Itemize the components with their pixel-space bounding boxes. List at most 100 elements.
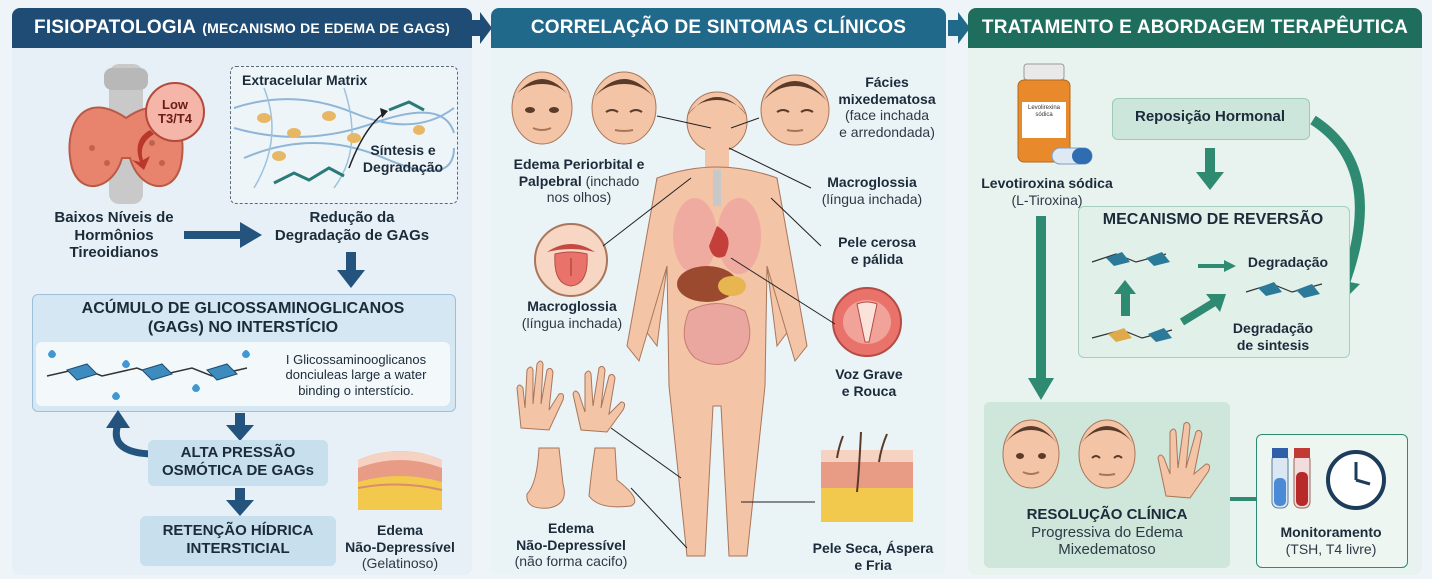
connector-line <box>1230 497 1256 501</box>
high-osmotic-pressure: ALTA PRESSÃO OSMÓTICA DE GAGs <box>148 444 328 479</box>
drug-sub: (L-Tiroxina) <box>1011 191 1083 208</box>
macroglossia-right-label: Macroglossia (língua inchada) <box>809 174 935 207</box>
low-levels-line1: Baixos Níveis de <box>54 209 174 226</box>
pressure-line1: ALTA PRESSÃO <box>180 444 296 461</box>
hands-illustration <box>516 360 626 433</box>
bottle-label-line1: Levolirexina <box>1027 105 1061 111</box>
periorbital-line2: Palpebral <box>518 172 582 189</box>
dry-skin-label: Pele Seca, Áspera e Fria <box>803 540 943 573</box>
accum-desc-line2: donciuleas large a water <box>285 367 427 383</box>
clinical-resolution-label: RESOLUÇÃO CLÍNICA Progressiva do Edema M… <box>984 506 1230 559</box>
panel1-header: FISIOPATOLOGIA (MECANISMO DE EDEMA DE GA… <box>12 8 472 48</box>
human-body-figure <box>626 91 808 557</box>
levothyroxine-label: Levotiroxina sódica (L-Tiroxina) <box>974 175 1120 208</box>
retention-line1: RETENÇÃO HÍDRICA <box>162 522 314 539</box>
degradation2-line2: de sintesis <box>1236 336 1310 353</box>
low-levels-line3: Tireoidianos <box>69 244 159 262</box>
edema-nd-sub: (não forma cacifo) <box>514 553 628 570</box>
facies-label: Fácies mixedematosa (face inchada e arre… <box>831 74 943 140</box>
resolution-sub-line2: Mixedematoso <box>1058 541 1156 559</box>
voice-line1: Voz Grave <box>835 366 903 382</box>
reversal-molecules <box>1091 252 1323 342</box>
ecm-label-line1: Síntesis e <box>370 142 436 158</box>
header-arrow-icon <box>470 12 492 44</box>
gag-description: I Glicossaminooglicanos donciuleas large… <box>258 352 454 398</box>
non-pitting-edema: Edema Não-Depressível (Gelatinoso) <box>330 522 470 572</box>
degradation-label: Degradação <box>1247 254 1329 270</box>
drug-name: Levotiroxina sódica <box>981 175 1113 191</box>
ecm-title: Extracelular Matrix <box>242 72 368 88</box>
monitoring-title: Monitoramento <box>1280 524 1382 540</box>
resolution-sub-line1: Progressiva do Edema <box>1031 523 1183 541</box>
hoarse-voice-label: Voz Grave e Rouca <box>823 366 915 399</box>
panel-treatment: TRATAMENTO E ABORDAGEM TERAPÊUTICA Levol… <box>968 8 1422 575</box>
down-arrow-icon <box>132 130 154 170</box>
low-t3t4-badge: Low T3/T4 <box>145 82 205 142</box>
panel2-header: CORRELAÇÃO DE SINTOMAS CLÍNICOS <box>491 8 946 48</box>
waxy-skin-line1: Pele cerosa <box>838 234 916 250</box>
dry-skin-line2: e Fria <box>854 556 892 573</box>
macroglossia-r-title: Macroglossia <box>827 174 917 190</box>
edema-line2: Não-Depressível <box>345 538 455 555</box>
gag-accumulation-title: ACÚMULO DE GLICOSSAMINOGLICANOS (GAGs) N… <box>32 300 454 338</box>
degradation2-line1: Degradação <box>1232 320 1314 336</box>
dry-skin-line1: Pele Seca, Áspera <box>812 540 934 556</box>
edema-line1: Edema <box>377 522 423 538</box>
low-badge-line1: Low <box>162 96 188 112</box>
accum-desc-line1: I Glicossaminooglicanos <box>285 352 427 367</box>
gag-molecule-chain <box>46 350 250 400</box>
accum-title-line1: ACÚMULO DE GLICOSSAMINOGLICANOS <box>81 300 405 317</box>
face-icon-2 <box>591 71 657 145</box>
hormone-replacement-box[interactable] <box>1112 98 1310 140</box>
low-levels-line2: Hormônios <box>74 226 154 244</box>
accum-title-line2: (GAGs) NO INTERSTÍCIO <box>147 318 339 336</box>
gag-degradation-reduction: Redução da Degradação de GAGs <box>252 209 452 244</box>
panel3-header: TRATAMENTO E ABORDAGEM TERAPÊUTICA <box>968 8 1422 48</box>
macroglossia-l-sub: (língua inchada) <box>521 314 623 331</box>
facies-sub-line2: e arredondada) <box>839 123 935 140</box>
resolution-title: RESOLUÇÃO CLÍNICA <box>1026 506 1188 523</box>
macroglossia-l-title: Macroglossia <box>527 298 617 314</box>
edema-sub: (Gelatinoso) <box>361 555 439 572</box>
tongue-illustration <box>534 223 608 297</box>
panel1-title: FISIOPATOLOGIA <box>34 17 197 38</box>
voice-line2: e Rouca <box>841 382 897 399</box>
panel-physiopathology: FISIOPATOLOGIA (MECANISMO DE EDEMA DE GA… <box>12 8 472 575</box>
edema-nd-line1: Edema <box>548 520 594 536</box>
down-arrow-icon <box>337 252 365 288</box>
low-hormone-levels: Baixos Níveis de Hormônios Tireoidianos <box>30 209 198 262</box>
non-pitting-edema-label: Edema Não-Depressível (não forma cacifo) <box>501 520 641 570</box>
panel3-title: TRATAMENTO E ABORDAGEM TERAPÊUTICA <box>981 17 1409 38</box>
edema-nd-line2: Não-Depressível <box>516 536 626 553</box>
resolved-face-icon-2 <box>1078 419 1136 489</box>
accum-desc-line3: binding o interstício. <box>298 382 414 398</box>
facies-line1: Fácies <box>865 74 909 90</box>
monitoring-label: Monitoramento (TSH, T4 livre) <box>1256 524 1406 557</box>
clock-icon <box>1326 450 1386 510</box>
periorbital-line4: nos olhos) <box>546 189 612 206</box>
vocal-cords-illustration <box>832 287 902 357</box>
macroglossia-left-label: Macroglossia (língua inchada) <box>507 298 637 331</box>
medicine-bottle-icon <box>1017 63 1093 165</box>
facies-sub-line1: (face inchada <box>844 107 930 124</box>
skin-layer-illustration <box>357 451 443 510</box>
panel1-subtitle: (MECANISMO DE EDEMA DE GAGS) <box>202 20 450 36</box>
periorbital-line3: (inchado <box>585 172 640 189</box>
panel-clinical-symptoms: CORRELAÇÃO DE SINTOMAS CLÍNICOS F <box>491 8 946 575</box>
header-arrow-icon <box>948 12 970 44</box>
dry-skin-illustration <box>821 431 913 522</box>
periorbital-line1: Edema Periorbital e <box>513 156 645 172</box>
high-pressure-box <box>148 440 328 486</box>
ecm-synthesis-label: Síntesis e Degradação <box>348 142 458 175</box>
reduction-line1: Redução da <box>309 209 395 226</box>
face-icon-1 <box>511 71 573 145</box>
reversal-mechanism-title: MECANISMO DE REVERSÃO <box>1102 211 1324 228</box>
resolved-face-icon-1 <box>1002 419 1060 489</box>
loop-arrow-icon <box>106 410 157 458</box>
macroglossia-r-sub: (língua inchada) <box>821 190 923 207</box>
low-badge-line2: T3/T4 <box>158 111 192 126</box>
monitoring-sub: (TSH, T4 livre) <box>1285 540 1377 557</box>
waxy-skin-label: Pele cerosa e pálida <box>821 234 933 267</box>
interstitial-water-retention: RETENÇÃO HÍDRICA INTERSTICIAL <box>140 522 336 557</box>
face-icon-3 <box>760 74 830 146</box>
